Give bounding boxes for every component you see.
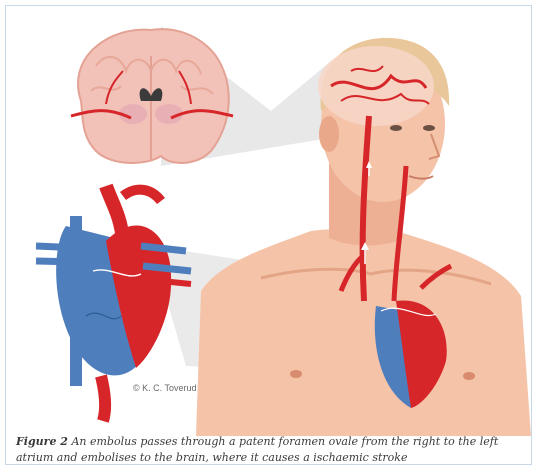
figure-frame: © K. C. Toverud Figure 2 An embolus pass… — [5, 5, 532, 465]
head-brain — [318, 46, 434, 126]
ear — [319, 116, 339, 152]
eye-right — [423, 125, 435, 131]
nipple-left — [463, 372, 475, 380]
figure-caption-text: An embolus passes through a patent foram… — [16, 435, 498, 464]
eye-left — [390, 125, 402, 131]
illustration-credit: © K. C. Toverud — [133, 383, 197, 393]
embolus-illustration: © K. C. Toverud — [11, 16, 536, 436]
brain-inset — [71, 29, 233, 163]
nipple-right — [290, 370, 302, 378]
figure-caption: Figure 2 An embolus passes through a pat… — [16, 434, 536, 466]
figure-label: Figure 2 — [16, 435, 68, 448]
